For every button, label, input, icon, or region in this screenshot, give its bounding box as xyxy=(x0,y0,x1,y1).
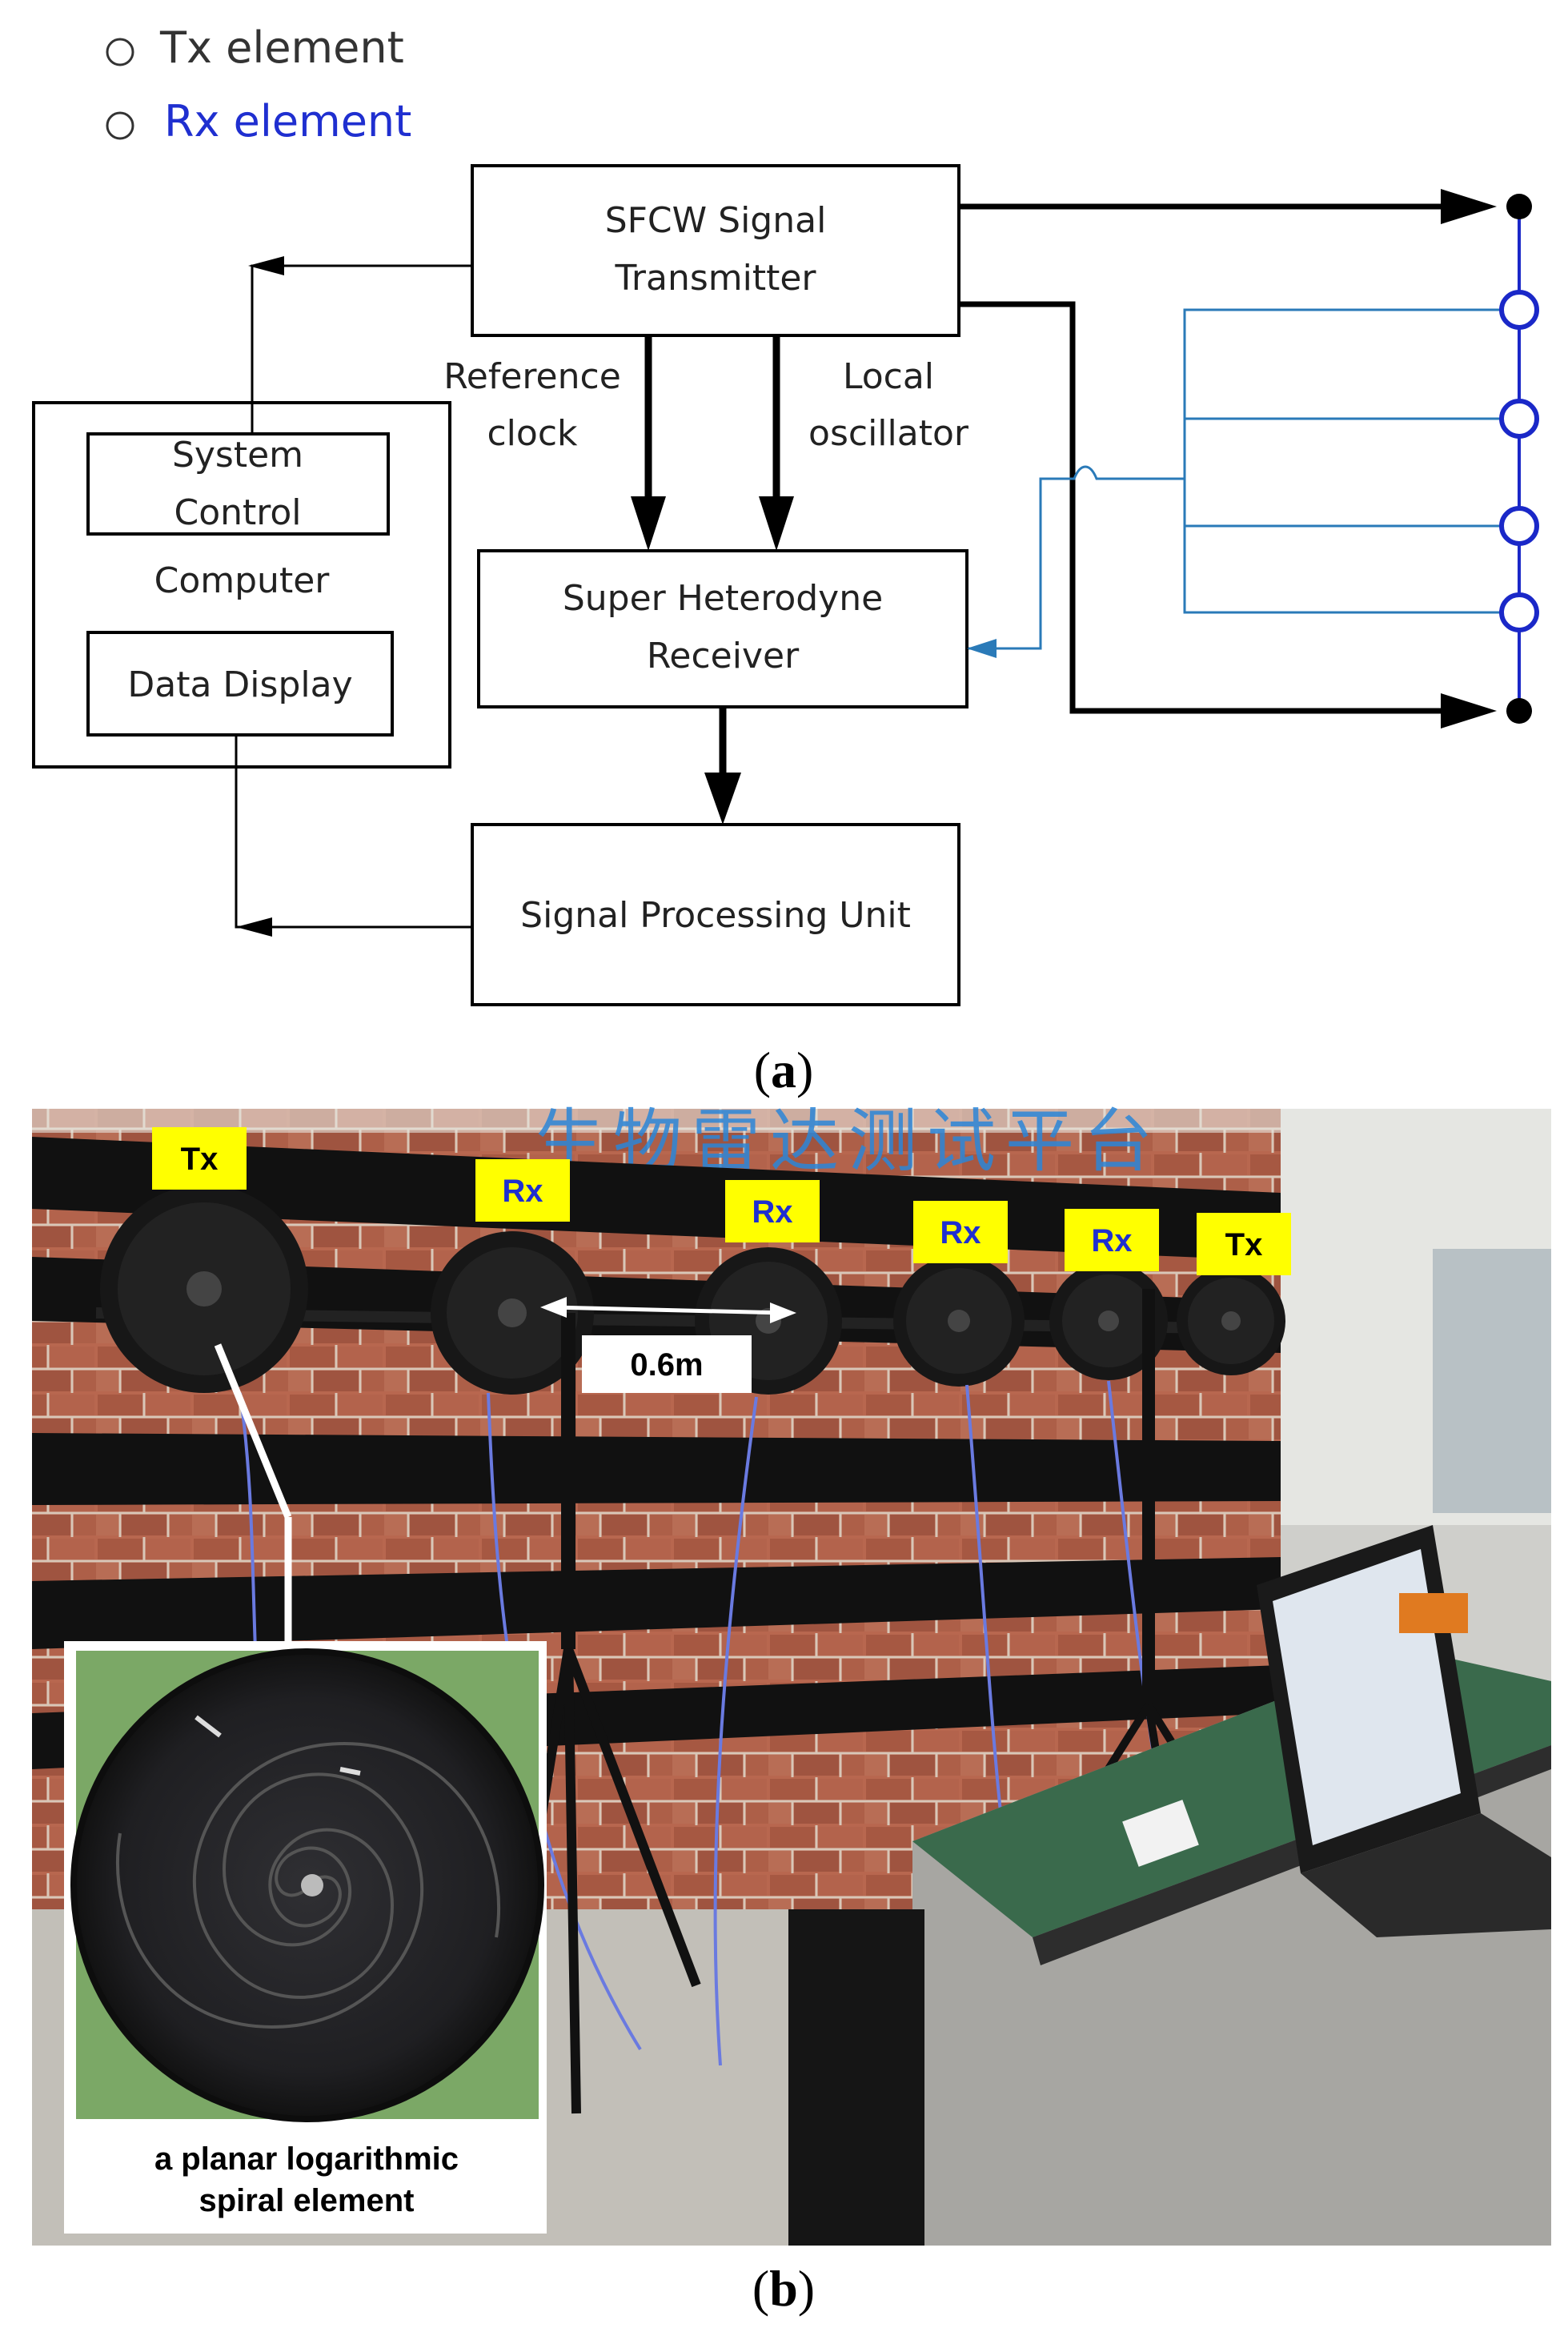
tx-legend-label: Tx element xyxy=(159,22,404,73)
element-label-1: Tx xyxy=(181,1142,219,1177)
rx-legend-label: Rx element xyxy=(164,96,411,147)
antenna-disc-2 xyxy=(431,1231,594,1395)
processing-label: Signal Processing Unit xyxy=(520,895,911,936)
caption-a: (a) xyxy=(754,1042,814,1098)
tx-to-system-control-arrowhead xyxy=(248,256,284,275)
transmitter-label-line1: SFCW Signal xyxy=(605,200,827,241)
system-control-line2: Control xyxy=(174,492,301,533)
rx-element-4 xyxy=(1499,592,1539,632)
data-display-label: Data Display xyxy=(127,664,352,705)
processing-to-display-arrowhead xyxy=(236,917,272,937)
connection-lines xyxy=(235,189,1497,937)
element-label-2: Rx xyxy=(502,1174,543,1209)
tx-top-feed-arrowhead xyxy=(1441,189,1497,224)
block-diagram: Tx element Rx element SFCW Signal Transm… xyxy=(32,22,1539,1006)
element-label-5: Rx xyxy=(1091,1223,1132,1258)
element-label-4: Rx xyxy=(940,1215,981,1250)
rx-element-3 xyxy=(1499,506,1539,546)
rx-element-1 xyxy=(1499,290,1539,330)
inset-caption-line2: spiral element xyxy=(199,2183,414,2218)
tx-bottom-feed-line xyxy=(959,301,1449,714)
spacing-indicator: 0.6m xyxy=(540,1297,796,1393)
tx-bottom-feed-arrowhead xyxy=(1441,693,1497,728)
black-case xyxy=(788,1909,924,2246)
antenna-array xyxy=(1499,194,1539,724)
legend: Tx element Rx element xyxy=(106,22,411,147)
antenna-discs xyxy=(100,1185,1285,1395)
element-label-6: Tx xyxy=(1225,1227,1263,1262)
receiver-label-line2: Receiver xyxy=(647,636,800,676)
system-control-block xyxy=(86,432,390,536)
local-oscillator-line1: Local xyxy=(843,356,934,397)
antenna-disc-1 xyxy=(100,1185,308,1393)
computer-block: System Control Computer Data Display xyxy=(32,401,451,769)
testbed-photo: 生物雷达测试平台 xyxy=(32,1102,1551,2246)
router xyxy=(1122,1800,1199,1867)
receiver-block: Super Heterodyne Receiver xyxy=(477,549,968,708)
element-labels: Tx Rx Rx Rx Rx Tx xyxy=(152,1127,1291,1275)
inset-caption-line1: a planar logarithmic xyxy=(154,2141,459,2177)
local-oscillator-arrowhead xyxy=(759,496,794,551)
receiver-to-processing-arrowhead xyxy=(704,773,741,825)
reference-clock-line2: clock xyxy=(487,413,578,454)
orange-case xyxy=(1399,1593,1468,1633)
caption-b: (b) xyxy=(752,2260,815,2317)
data-display-block xyxy=(86,631,394,737)
laptop xyxy=(1257,1525,1551,1937)
tx-legend-marker xyxy=(106,38,134,66)
rx-legend-marker xyxy=(106,111,134,140)
tx-element-top xyxy=(1506,194,1532,219)
spacing-label: 0.6m xyxy=(630,1347,703,1383)
computer-label: Computer xyxy=(154,560,331,601)
spiral-disc xyxy=(70,1648,544,2122)
tx-element-bottom xyxy=(1506,698,1532,724)
antenna-disc-5 xyxy=(1049,1262,1168,1380)
local-oscillator-line2: oscillator xyxy=(808,413,969,454)
system-control-line1: System xyxy=(172,435,303,476)
element-label-3: Rx xyxy=(752,1194,792,1230)
reference-clock-line1: Reference xyxy=(443,356,621,397)
reference-clock-arrowhead xyxy=(631,496,666,551)
inset-pointer-line xyxy=(214,1343,292,1519)
antenna-disc-6 xyxy=(1177,1266,1285,1375)
processing-block: Signal Processing Unit xyxy=(471,823,960,1006)
rx-element-2 xyxy=(1499,399,1539,439)
transmitter-label-line2: Transmitter xyxy=(614,258,816,299)
antenna-disc-4 xyxy=(893,1255,1025,1387)
transmitter-block: SFCW Signal Transmitter xyxy=(471,164,960,337)
rx-wiring xyxy=(967,308,1505,658)
receiver-label-line1: Super Heterodyne xyxy=(563,578,883,619)
spiral-inset: a planar logarithmic spiral element xyxy=(64,1343,547,2234)
